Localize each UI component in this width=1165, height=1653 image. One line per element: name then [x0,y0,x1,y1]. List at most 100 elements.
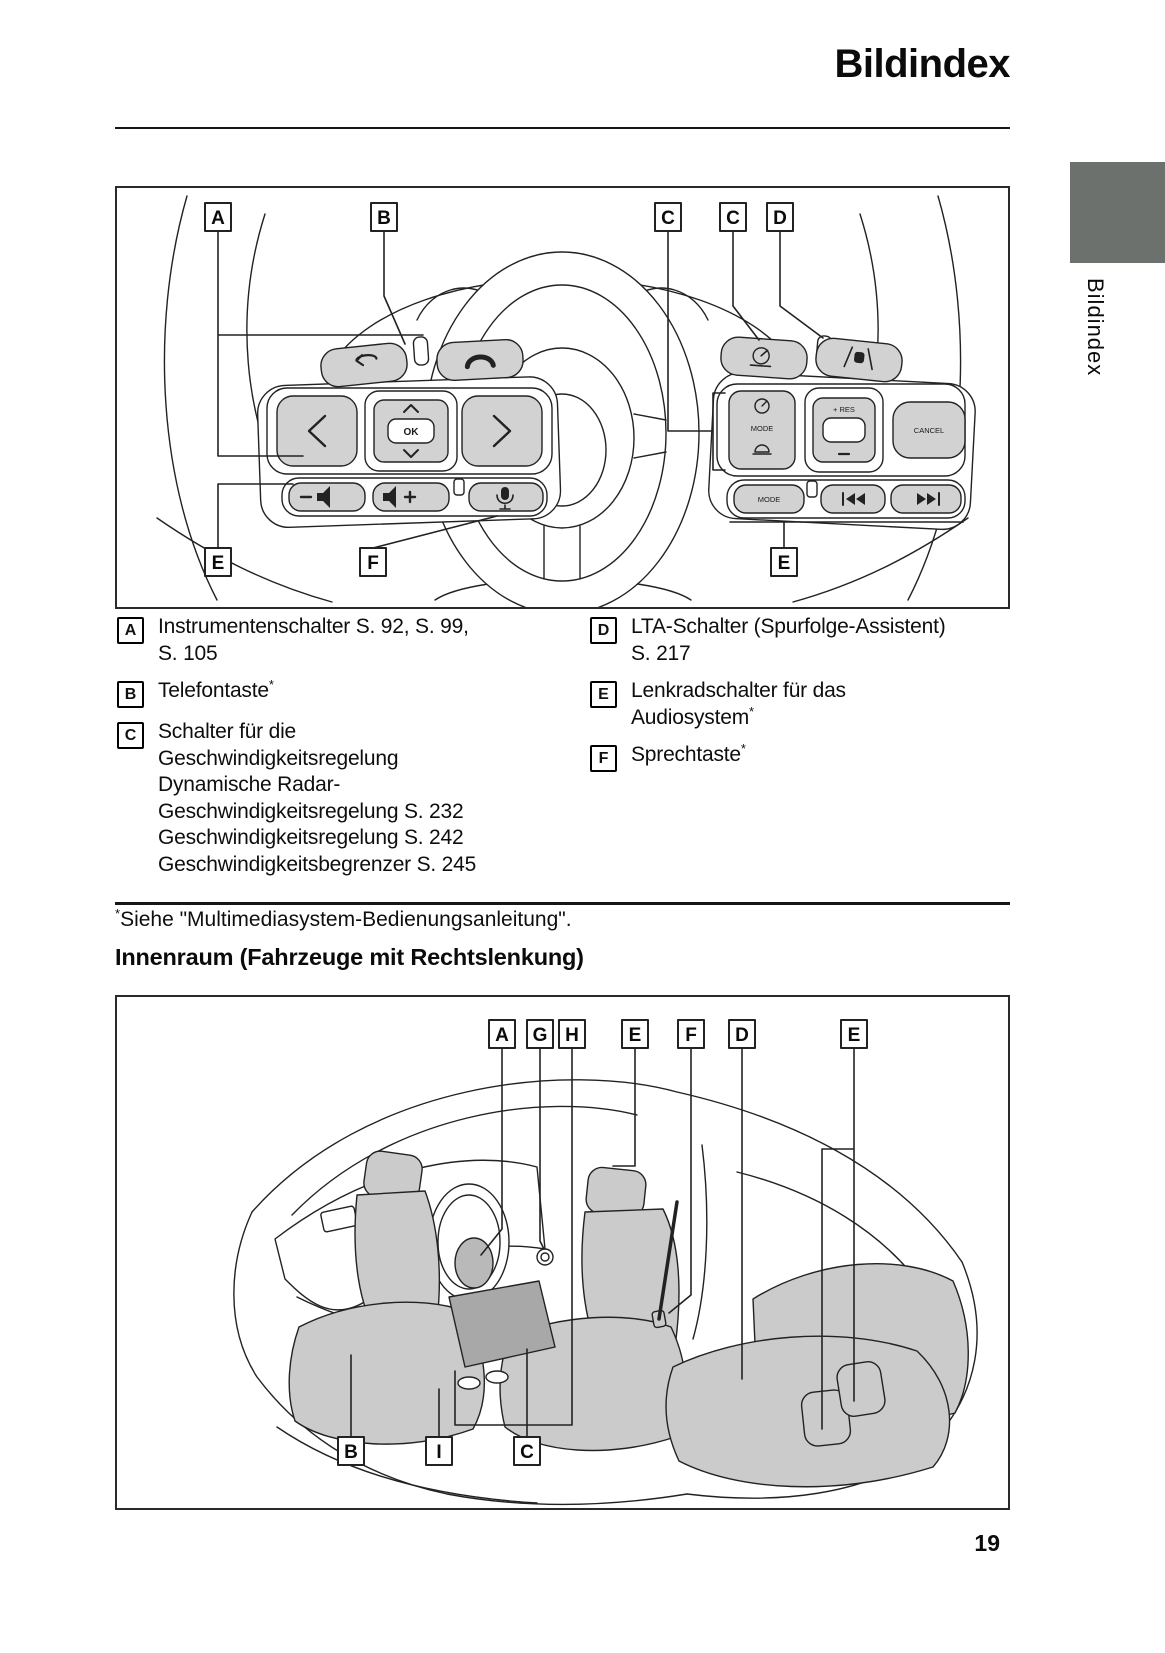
footnote-marker: * [268,677,274,692]
legend-key: A [117,617,144,644]
cluster-divider [412,336,430,366]
callout-letter: D [773,208,787,229]
callout-letter: E [778,553,791,574]
legend-item-f: F Sprechtaste* [590,742,1015,772]
page-number: 19 [974,1530,1000,1556]
callout-letter: A [211,208,225,229]
legend-right-column: D LTA-Schalter (Spurfolge-Assistent) S. … [590,614,1015,783]
dash-curve [792,517,969,603]
res-center [822,417,866,443]
chevron-down-icon [403,449,419,458]
legend-item-e: E Lenkradschalter für das Audiosystem* [590,678,1015,731]
callout-boxes [337,1019,868,1466]
speaker-icon [317,486,330,508]
dash-curve [163,195,218,601]
arrow-right-button [461,395,543,467]
roof-line [251,1079,963,1263]
spoke [633,413,667,421]
callout-boxes [204,202,798,577]
mode-label: MODE [751,424,774,433]
cruise-mode-icon [754,398,770,414]
callout-letter: B [344,1442,358,1463]
steering-wheel-diagram: A B C C D E F E OK MODE + RES CANCEL MOD… [115,186,1010,609]
callout-letter: E [629,1025,642,1046]
plus-icon [403,490,417,504]
chevron-left-icon [307,414,327,448]
footnote-marker: * [740,741,746,756]
legend-item-b: B Telefontaste* [117,678,582,708]
callout-letter: C [726,208,740,229]
phone-button [436,338,524,382]
cluster-divider [453,478,465,496]
floor-line [446,1493,688,1506]
interior-heading: Innenraum (Fahrzeuge mit Rechtslenkung) [115,944,584,970]
cupholder [457,1376,481,1390]
callout-letter: C [520,1442,534,1463]
mode2-button [733,484,805,514]
mic-icon [496,487,514,510]
arrow-left-button [276,395,358,467]
left-body-line [233,1211,448,1495]
cancel-button [892,401,966,459]
cruise-button [720,336,808,380]
callout-letter: E [212,553,225,574]
steering-wheel-art: A B C C D E F E OK MODE + RES CANCEL MOD… [156,195,976,607]
pillar-line [692,1144,708,1340]
ok-label: OK [404,427,420,438]
legend-item-a: A Instrumentenschalter S. 92, S. 99, S. … [117,614,582,667]
callout-letter: C [661,208,675,229]
left-switch-cluster [256,336,562,529]
interior-diagram: A G H E F D E B I C [115,995,1010,1510]
legend-key: C [117,722,144,749]
callout-letter: G [533,1025,548,1046]
start-button [536,1248,554,1266]
wheel-pad [454,1237,494,1289]
next-track-icon [917,492,940,506]
res-label: + RES [833,405,855,414]
chapter-tab [1070,162,1165,263]
legend-key: F [590,745,617,772]
callout-letter: F [367,553,379,574]
callout-letter: I [436,1442,441,1463]
mode-button [728,390,796,470]
mode2-label: MODE [758,495,781,504]
legend-key: B [117,681,144,708]
spoke [633,451,667,459]
right-switch-cluster [708,335,976,531]
chevron-right-icon [492,414,512,448]
leader-lines [217,230,964,549]
legend-key: D [590,617,617,644]
footnote-marker: * [115,906,121,921]
cruise-icon [749,347,772,368]
footnote-marker: * [749,703,754,719]
section-rule [115,902,1010,905]
callout-letter: F [685,1025,697,1046]
page-title: Bildindex [834,42,1010,86]
back-icon [355,354,378,367]
cancel-label: CANCEL [914,426,944,435]
speaker-icon [383,486,396,508]
callout-letter: B [377,208,391,229]
callout-letter: H [565,1025,579,1046]
lane-assist-icon [843,346,873,371]
sill-line [276,1426,538,1504]
prev-track-icon [842,492,865,506]
callout-letter: D [735,1025,749,1046]
chapter-tab-label: Bildindex [1083,278,1108,377]
phone-icon [464,354,496,370]
dash-curve [156,517,333,603]
cluster-divider [806,480,818,498]
legend-item-d: D LTA-Schalter (Spurfolge-Assistent) S. … [590,614,1015,667]
leader-lines [350,1047,855,1438]
start-button-center [540,1252,550,1262]
legend-key: E [590,681,617,708]
title-rule [115,127,1010,129]
center-console [448,1280,556,1368]
interior-art: A G H E F D E B I C [233,1019,978,1506]
chevron-up-icon [403,404,419,413]
rear-headrest [836,1361,886,1417]
cupholder [485,1370,509,1384]
limiter-icon [752,444,772,455]
wheel-ring-inner [437,1194,501,1290]
